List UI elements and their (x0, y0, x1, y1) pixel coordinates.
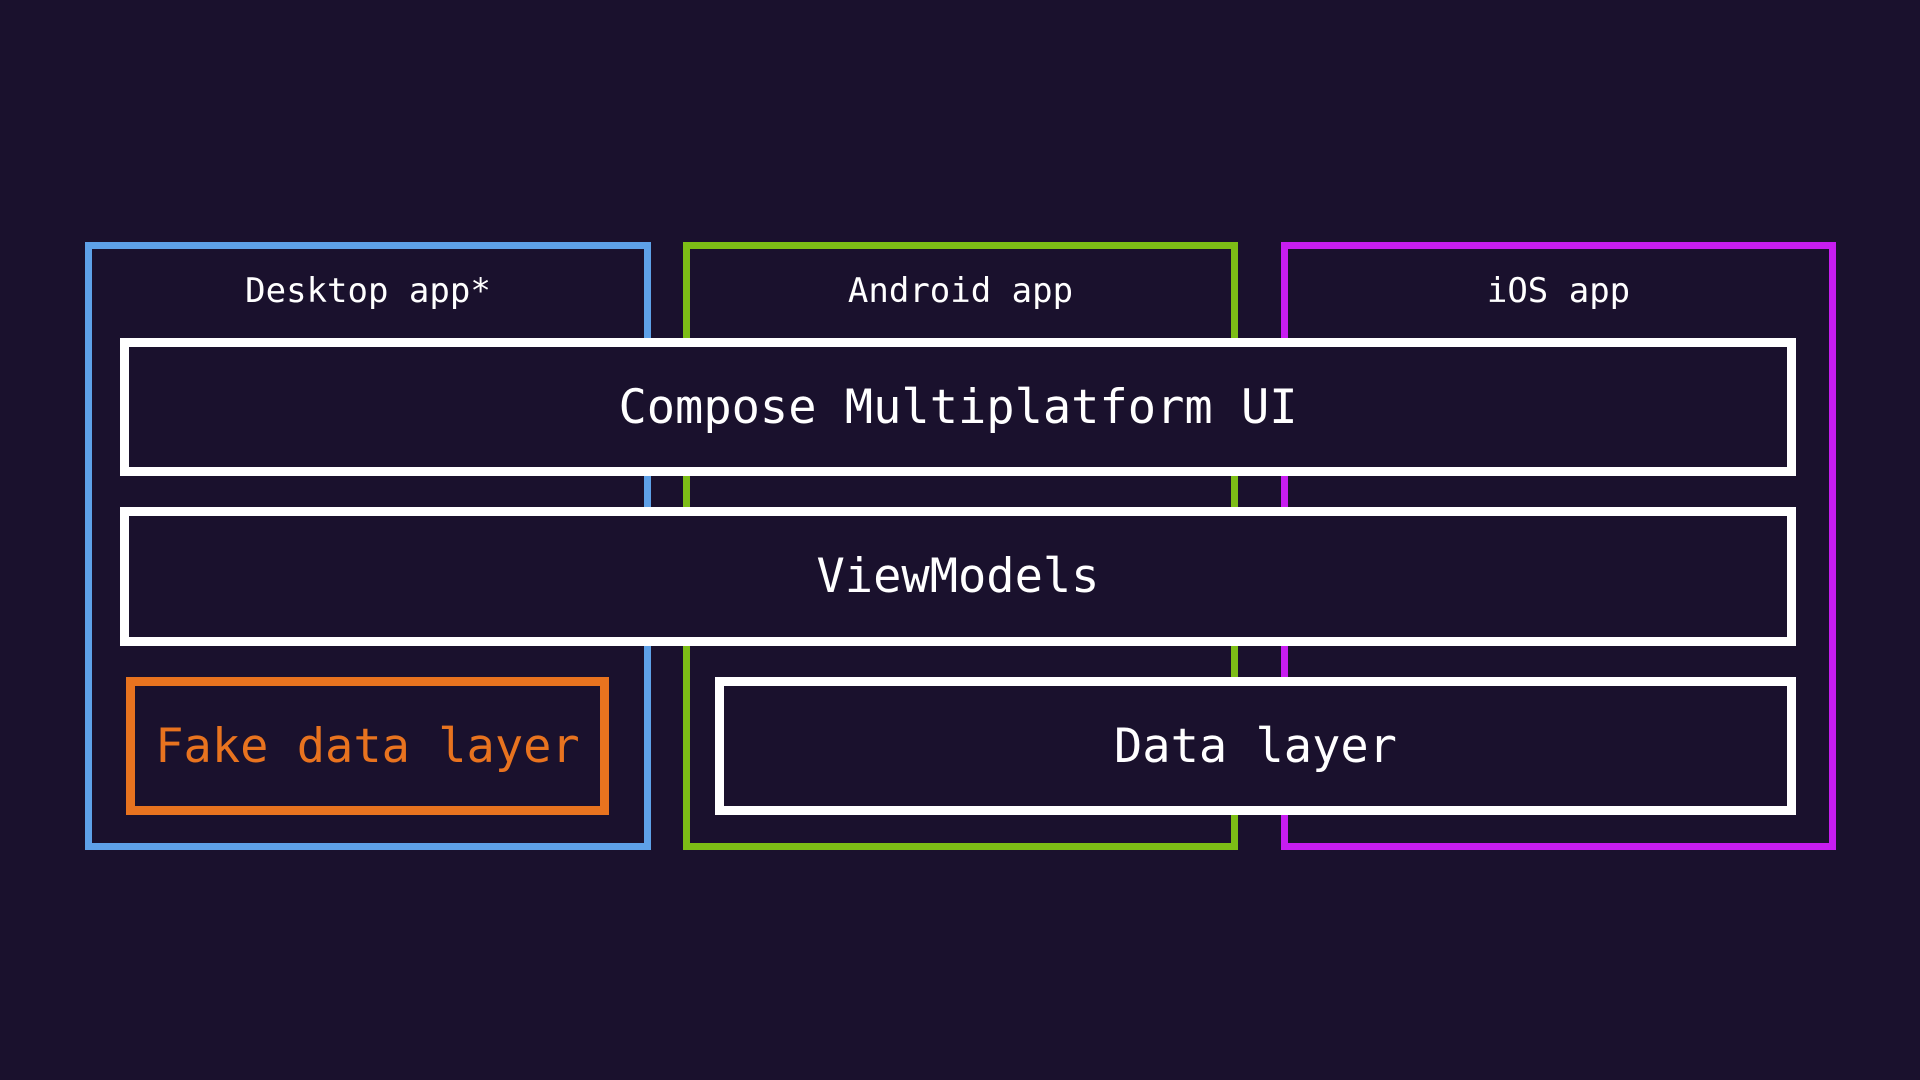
data-layer-label: Data layer (1114, 718, 1397, 774)
ios-app-title: iOS app (1486, 271, 1631, 311)
fake-data-layer: Fake data layer (126, 677, 609, 815)
compose-multiplatform-ui-label: Compose Multiplatform UI (618, 379, 1298, 435)
data-layer: Data layer (715, 677, 1796, 815)
android-app-title: Android app (847, 271, 1074, 311)
compose-multiplatform-ui-layer: Compose Multiplatform UI (120, 338, 1796, 476)
desktop-app-title: Desktop app* (245, 271, 491, 311)
viewmodels-label: ViewModels (816, 549, 1100, 604)
fake-data-layer-label: Fake data layer (155, 718, 580, 774)
viewmodels-layer: ViewModels (120, 507, 1796, 646)
